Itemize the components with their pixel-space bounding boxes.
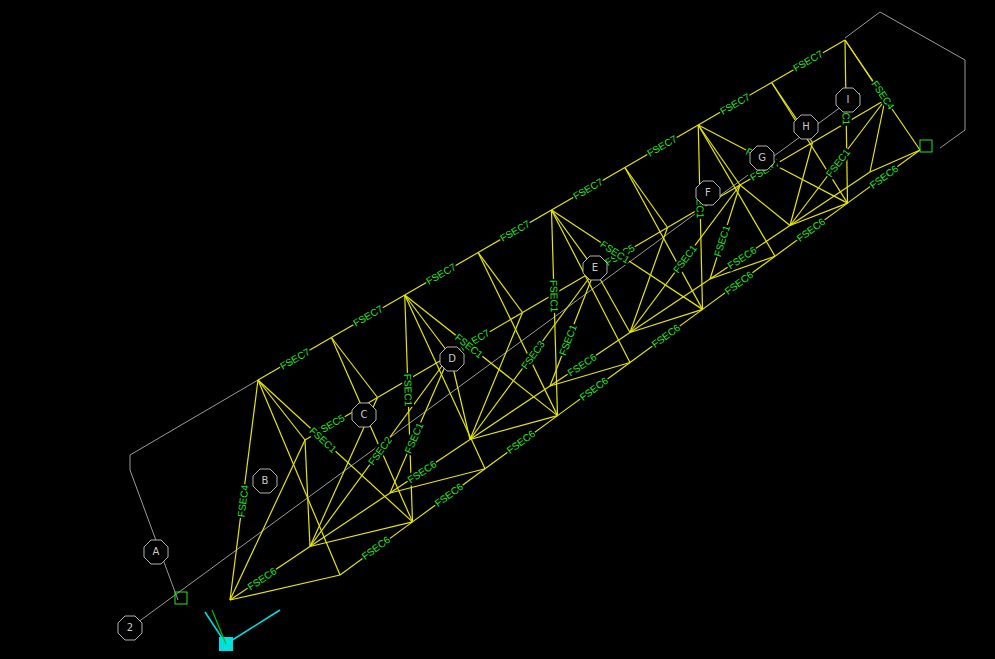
truss-member [340,522,413,575]
truss-member [258,380,305,440]
section-label: FSEC1 [712,223,733,259]
grid-bubble: H [793,114,819,140]
truss-member [870,100,885,172]
truss-member [478,253,522,313]
truss-member [552,210,631,363]
grid-bubble: D [439,346,465,372]
section-label: FSEC7 [571,175,606,202]
grid-bubble: 2 [117,615,143,641]
truss-member [331,338,412,522]
section-label: FSEC7 [277,345,312,372]
truss-member [625,125,698,168]
section-label: FSEC7 [497,218,532,245]
section-label: FSEC4 [235,483,250,518]
truss-member [740,185,790,226]
grid-bubble: A [143,539,169,565]
truss-member [378,355,451,398]
grid-label: 2 [117,615,143,641]
section-label: FSEC7 [644,133,679,160]
grid-label: F [695,180,721,206]
section-label: FSEC1 [557,322,580,358]
truss-member [552,168,625,211]
grid-bubble: C [351,402,377,428]
truss-member [772,40,845,83]
truss-member [390,469,485,493]
grid-bubble: E [582,255,608,281]
truss-member [790,143,813,226]
grid-label: D [439,346,465,372]
truss-member [470,386,550,440]
truss-member [630,279,710,333]
section-label: FSEC1 [548,279,560,314]
truss-member [310,522,413,547]
truss-member [478,210,551,253]
truss-member [331,338,377,398]
truss-member [552,210,703,309]
section-label: FSEC7 [791,48,826,75]
section-label: FSEC1 [402,420,426,456]
truss-member [470,416,558,440]
grid-label: C [351,402,377,428]
truss-member [698,125,740,185]
section-label: FSEC7 [424,260,459,287]
truss-member [848,150,921,203]
grid-label: E [582,255,608,281]
grid-label: H [793,114,819,140]
grid-label: I [835,87,861,113]
grid-bubble: I [835,87,861,113]
section-label: FSEC1 [823,146,852,180]
grid-bubble: F [695,180,721,206]
truss-member [258,380,413,522]
truss-member [790,100,885,226]
truss-member [625,168,668,228]
grid-label: B [252,468,278,494]
grid-bubble: G [749,145,775,171]
truss-member [630,228,668,333]
axis-triad [175,140,932,651]
grid-label: G [749,145,775,171]
truss-member [258,338,331,381]
truss-member [485,416,558,469]
grid-bubble: B [252,468,278,494]
section-label: FSEC6 [432,481,466,510]
section-label: FSEC1 [402,373,414,408]
section-label: FSEC7 [350,303,385,330]
section-label: FSEC2 [365,434,394,468]
truss-member [310,398,378,547]
truss-member [405,253,478,296]
truss-member [230,440,305,600]
truss-member [230,380,258,600]
section-label: FSEC6 [565,351,600,379]
section-label: FSEC6 [504,428,538,457]
grid-line [130,93,860,628]
truss-member [390,355,450,493]
grid-label: A [143,539,169,565]
truss-member [405,295,558,416]
section-label: FSEC6 [577,375,611,404]
truss-member [405,295,450,355]
bounding-box [130,380,258,600]
section-label: FSEC6 [245,565,280,593]
section-label: FSEC6 [359,534,393,563]
truss-member [331,295,404,338]
truss-member [470,270,595,440]
section-label: FSEC7 [717,90,752,117]
section-label: FSEC6 [649,321,683,350]
truss-member [698,83,771,126]
